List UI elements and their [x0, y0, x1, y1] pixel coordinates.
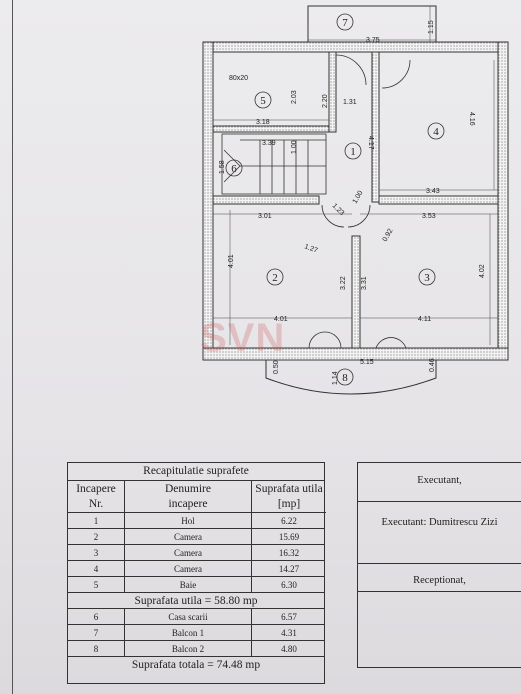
dim-label: 1.58	[219, 160, 226, 174]
dim-label: 1.23	[331, 202, 346, 217]
dim-label: 0.50	[273, 360, 280, 374]
wall-bath-hall	[328, 51, 337, 133]
dim-label: 1.00	[291, 140, 298, 154]
dim-label: 3.18	[256, 119, 270, 126]
executant-name: Executant: Dumitrescu Zizi	[381, 517, 498, 528]
room-number-2: 2	[272, 272, 278, 284]
dim-label: 3.01	[258, 213, 272, 220]
dim-label: 4.01	[228, 254, 235, 268]
divider	[358, 501, 521, 502]
balcony-8-outline	[265, 360, 437, 395]
room-number-7: 7	[342, 17, 348, 29]
wall-top	[202, 41, 509, 53]
dim-label: 3.22	[340, 276, 347, 290]
room-number-4: 4	[433, 126, 439, 138]
dim-label: 1.14	[332, 371, 339, 385]
dimension-lines	[213, 6, 498, 361]
room-number-3: 3	[424, 272, 430, 284]
watermark-logo: SVN	[200, 316, 286, 360]
dim-label: 1.00	[352, 190, 365, 205]
dim-label: 0.46	[429, 358, 436, 372]
summary-title: Recapitulatie suprafete	[68, 463, 324, 481]
dim-label: 5.15	[360, 359, 374, 366]
room-number-5: 5	[260, 95, 266, 107]
executant-label: Executant,	[417, 475, 462, 486]
dim-label: 3.39	[262, 140, 276, 147]
room-markers	[225, 13, 445, 386]
dim-label: 3.53	[422, 213, 436, 220]
divider	[358, 563, 521, 564]
page-border	[12, 0, 13, 694]
divider	[358, 591, 521, 592]
floor-plan: 7 5 1 4 6 2 3 8 3.75 1.15 2.03 2.20 1.31…	[202, 5, 509, 395]
dim-label: 0.92	[382, 228, 395, 243]
staircase	[221, 133, 327, 195]
wall-right	[497, 41, 509, 361]
wall-room2-room3	[351, 235, 361, 349]
wall-left	[202, 41, 214, 361]
dim-label: 2.20	[322, 94, 329, 108]
signature-box: Executant, Executant: Dumitrescu Zizi Re…	[357, 462, 521, 668]
room-number-8: 8	[342, 372, 348, 384]
receptionat-label: Receptionat,	[413, 575, 466, 586]
dim-label: 4.17	[367, 136, 374, 150]
dim-label: 2.03	[291, 90, 298, 104]
wall-stairs-room2	[212, 195, 320, 205]
dim-label: 4.02	[479, 264, 486, 278]
total-all: Suprafata totala = 74.48 mp	[131, 659, 261, 671]
dim-label: 80x20	[229, 75, 248, 82]
dim-label: 1.27	[303, 243, 318, 254]
wall-bath-stairs	[212, 125, 336, 133]
total-util: Suprafata utila = 58.80 mp	[68, 593, 324, 609]
room-number-6: 6	[231, 163, 237, 175]
dim-label: 4.11	[418, 316, 431, 323]
door-swings	[308, 54, 411, 349]
wall-room4-room3	[378, 195, 499, 205]
dim-label: 3.31	[361, 276, 368, 290]
dim-label: 3.75	[366, 37, 380, 44]
dim-label: 4.16	[468, 112, 475, 126]
dim-label: 4.01	[274, 316, 288, 323]
wall-hall-room4	[371, 51, 380, 203]
dim-label: 1.31	[343, 99, 357, 106]
dim-label: 1.15	[428, 20, 435, 34]
dim-label: 3.43	[426, 188, 440, 195]
room-number-1: 1	[350, 146, 356, 158]
header-area: Suprafata utila[mp]	[252, 480, 326, 513]
